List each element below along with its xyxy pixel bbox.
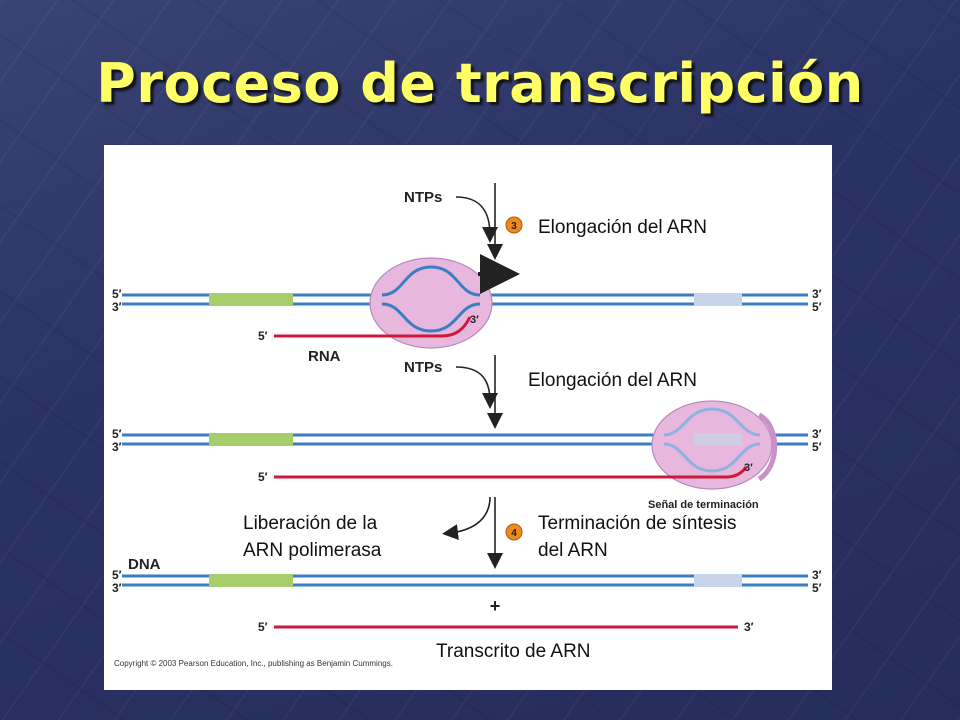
bubble-top-2 <box>663 407 761 437</box>
step-4-badge <box>505 523 523 541</box>
termination-line-2: del ARN <box>538 540 608 561</box>
dna-bottom-3p-3: 3′ <box>112 581 122 595</box>
rna-5p-2: 5′ <box>258 470 268 484</box>
release-line-2: ARN polimerasa <box>243 540 382 561</box>
dna-top-5p-3: 5′ <box>112 568 122 582</box>
dna-bottom-5p-3: 5′ <box>812 581 822 595</box>
dna-top-3p-1: 3′ <box>812 287 822 301</box>
panel-elongation-1: NTPs 3 5′ 3′ 3′ 5′ 5′ <box>112 183 822 365</box>
ntps-label-1: NTPs <box>404 189 442 206</box>
dna-bottom-3p-1: 3′ <box>112 300 122 314</box>
slide-title: Proceso de transcripción <box>96 52 864 115</box>
rna-label: RNA <box>308 348 341 365</box>
rna-3p-2: 3′ <box>744 462 753 474</box>
rna-strand-1 <box>274 316 472 338</box>
promoter-1 <box>209 293 293 306</box>
dna-top-5p-1: 5′ <box>112 287 122 301</box>
dna-bottom-3p-2: 3′ <box>112 440 122 454</box>
dna-top-3p-3: 3′ <box>812 568 822 582</box>
termination-signal-label: Señal de terminación <box>648 499 759 511</box>
caption-elongation-2: Elongación del ARN <box>528 370 697 391</box>
dna-label: DNA <box>128 556 161 573</box>
rna-5p-1: 5′ <box>258 329 268 343</box>
step-3-number: 3 <box>511 221 517 232</box>
diagram-canvas: NTPs 3 5′ 3′ 3′ 5′ 5′ <box>112 183 822 634</box>
release-curve-arrow <box>442 496 491 541</box>
termination-line-1: Terminación de síntesis <box>538 513 737 534</box>
bubble-top-1 <box>381 265 481 297</box>
rna-5p-3: 5′ <box>258 620 268 634</box>
bubble-bottom-1 <box>381 302 481 333</box>
promoter-2 <box>209 433 293 446</box>
terminator-3 <box>694 574 742 587</box>
step-3-badge <box>505 216 523 234</box>
dna-bottom-5p-1: 5′ <box>812 300 822 314</box>
ntps-label-2: NTPs <box>404 359 442 376</box>
caption-elongation-1: Elongación del ARN <box>538 217 707 238</box>
transcription-diagram: NTPs 3 5′ 3′ 3′ 5′ 5′ <box>104 145 832 690</box>
transcript-caption: Transcrito de ARN <box>436 641 591 662</box>
terminator-2 <box>694 433 742 446</box>
rna-3p-3: 3′ <box>744 620 754 634</box>
rna-3p-1: 3′ <box>470 314 479 326</box>
rna-polymerase-1 <box>369 257 493 349</box>
dna-top-3p-2: 3′ <box>812 427 822 441</box>
promoter-3 <box>209 574 293 587</box>
dna-top-5p-2: 5′ <box>112 427 122 441</box>
terminator-1 <box>694 293 742 306</box>
plus-sign: + <box>490 596 501 616</box>
dna-bottom-5p-2: 5′ <box>812 440 822 454</box>
polymerase-shadow-2 <box>757 412 778 482</box>
rna-strand-2 <box>274 466 748 479</box>
ntps-curve-arrow-1 <box>455 196 498 243</box>
release-line-1: Liberación de la <box>243 513 378 534</box>
step-4-number: 4 <box>511 528 517 539</box>
copyright-notice: Copyright © 2003 Pearson Education, Inc.… <box>114 659 393 668</box>
panel-elongation-2: NTPs 5′ 3′ 3′ 5′ 5′ 3′ <box>112 355 822 490</box>
panel-termination: 4 DNA + 5′ 3′ 3′ 5′ 5′ 3′ <box>112 496 822 634</box>
ntps-curve-arrow-2 <box>455 366 498 409</box>
bubble-bottom-2 <box>663 442 761 473</box>
